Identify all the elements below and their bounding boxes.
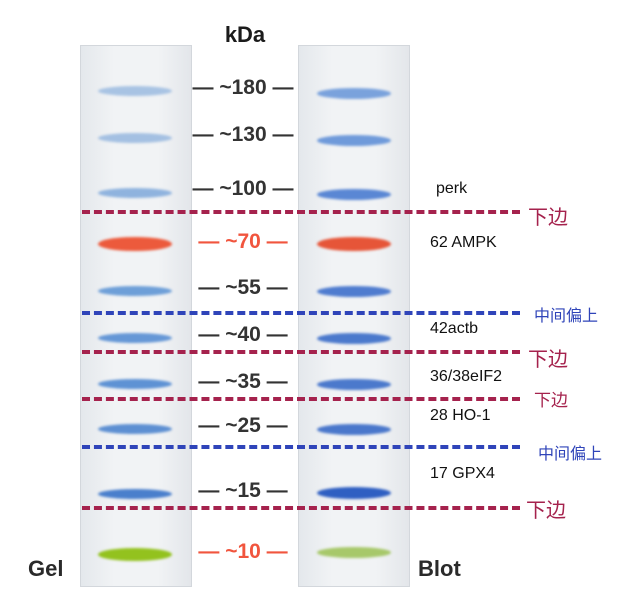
marker-value-15: ~15 bbox=[225, 479, 261, 502]
gel-band-70 bbox=[98, 237, 172, 251]
marker-label-40: — ~40 — bbox=[198, 323, 288, 346]
gel-band-130 bbox=[98, 133, 172, 143]
note-lower-edge-2: 下边 bbox=[528, 349, 568, 371]
protein-label-ampk: 62 AMPK bbox=[430, 234, 497, 251]
gel-label: Gel bbox=[28, 556, 64, 581]
protein-label-gpx4: 17 GPX4 bbox=[430, 465, 495, 482]
marker-label-35: — ~35 — bbox=[198, 370, 288, 393]
gel-band-15 bbox=[98, 489, 172, 499]
marker-value-70: ~70 bbox=[225, 230, 261, 253]
blot-band-25 bbox=[317, 424, 391, 435]
marker-value-180: ~180 bbox=[219, 76, 267, 99]
marker-label-70: — ~70 — bbox=[198, 230, 288, 253]
marker-value-40: ~40 bbox=[225, 323, 261, 346]
protein-label-ho1: 28 HO-1 bbox=[430, 407, 491, 424]
marker-value-55: ~55 bbox=[225, 276, 261, 299]
marker-value-10: ~10 bbox=[225, 540, 261, 563]
blue-dashed-line-2 bbox=[82, 445, 520, 449]
marker-label-100: — ~100 — bbox=[192, 177, 294, 200]
marker-label-55: — ~55 — bbox=[198, 276, 288, 299]
gel-band-180 bbox=[98, 86, 172, 96]
gel-band-40 bbox=[98, 333, 172, 343]
gel-band-55 bbox=[98, 286, 172, 296]
marker-label-180: — ~180 — bbox=[192, 76, 294, 99]
blot-lane bbox=[298, 45, 410, 587]
red-dashed-line-4 bbox=[82, 506, 520, 510]
blot-band-130 bbox=[317, 135, 391, 146]
protein-label-perk: perk bbox=[436, 180, 468, 197]
blot-band-55 bbox=[317, 286, 391, 297]
note-middle-upper-1: 中间偏上 bbox=[534, 308, 599, 325]
marker-value-25: ~25 bbox=[225, 414, 261, 437]
blot-band-35 bbox=[317, 379, 391, 390]
marker-value-130: ~130 bbox=[219, 123, 267, 146]
protein-label-actb: 42actb bbox=[430, 320, 479, 337]
gel-band-25 bbox=[98, 424, 172, 434]
red-dashed-line-2 bbox=[82, 350, 520, 354]
note-lower-edge-3: 下边 bbox=[534, 391, 568, 410]
gel-band-35 bbox=[98, 379, 172, 389]
marker-label-25: — ~25 — bbox=[198, 414, 288, 437]
marker-label-130: — ~130 — bbox=[192, 123, 294, 146]
gel-band-100 bbox=[98, 188, 172, 198]
marker-value-100: ~100 bbox=[219, 177, 267, 200]
red-dashed-line-1 bbox=[82, 210, 520, 214]
blot-band-180 bbox=[317, 88, 391, 99]
note-middle-upper-2: 中间偏上 bbox=[538, 446, 603, 463]
red-dashed-line-3 bbox=[82, 397, 520, 401]
note-lower-edge-4: 下边 bbox=[526, 500, 566, 522]
marker-label-10: — ~10 — bbox=[198, 540, 288, 563]
blot-band-15 bbox=[317, 487, 391, 499]
blot-band-10 bbox=[317, 547, 391, 558]
marker-label-15: — ~15 — bbox=[198, 479, 288, 502]
gel-lane bbox=[80, 45, 192, 587]
gel-band-10 bbox=[98, 548, 172, 561]
blot-label: Blot bbox=[418, 556, 461, 581]
protein-label-eif2: 36/38eIF2 bbox=[430, 368, 503, 385]
note-lower-edge-1: 下边 bbox=[528, 207, 568, 229]
blot-band-100 bbox=[317, 189, 391, 200]
kda-header: kDa bbox=[224, 22, 266, 47]
blot-band-40 bbox=[317, 333, 391, 344]
blue-dashed-line-1 bbox=[82, 311, 520, 315]
marker-value-35: ~35 bbox=[225, 370, 261, 393]
blot-band-70 bbox=[317, 237, 391, 251]
